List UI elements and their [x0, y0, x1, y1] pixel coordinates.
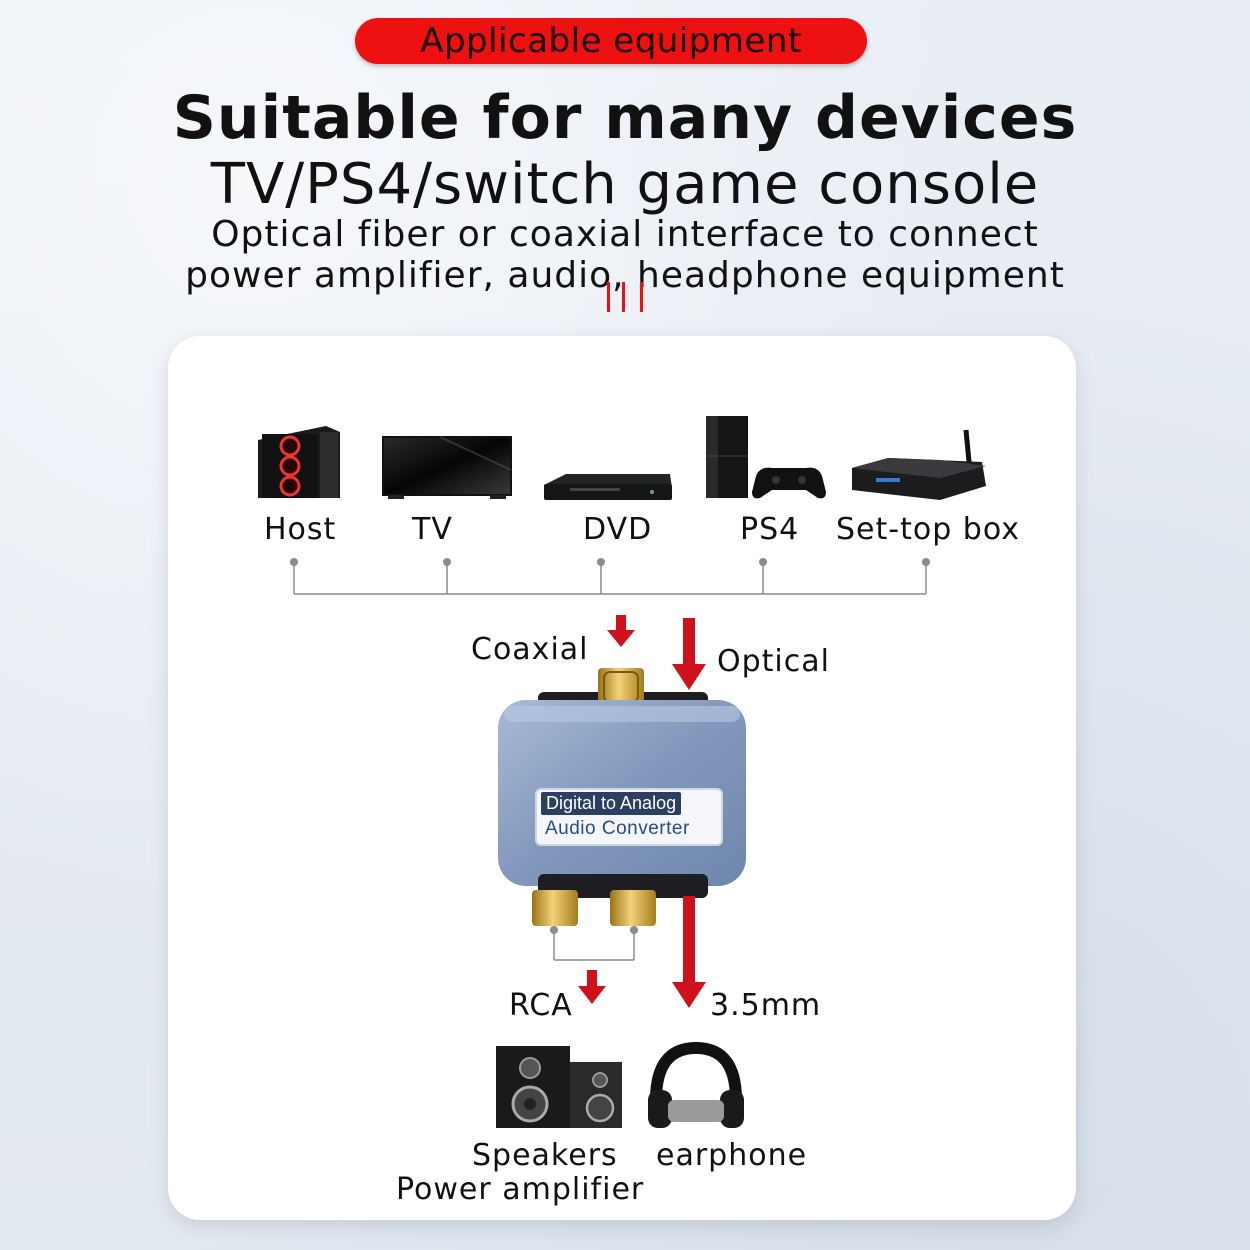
device-label-host: Host [264, 512, 337, 547]
red-tick-mark [622, 282, 625, 312]
device-label-tv: TV [412, 512, 453, 547]
converter-label-line1: Digital to Analog [541, 792, 682, 815]
set-top-box-icon [852, 429, 986, 500]
jack-arrow [672, 896, 706, 1008]
banner-label: Applicable equipment [420, 21, 802, 61]
jack-label: 3.5mm [710, 988, 822, 1023]
rca-label: RCA [509, 988, 573, 1023]
device-label-ps4: PS4 [740, 512, 800, 547]
host-pc-icon [258, 426, 340, 498]
description-line-1: Optical fiber or coaxial interface to co… [211, 214, 1039, 255]
speakers-label: Speakers [472, 1138, 618, 1173]
dvd-player-icon [544, 474, 672, 500]
rca-bracket-dots [550, 926, 638, 934]
bracket-dots [290, 558, 930, 566]
converter-label-plate: Digital to Analog Audio Converter [537, 790, 721, 844]
subheadline: TV/PS4/switch game console [210, 152, 1040, 217]
coaxial-label: Coaxial [471, 632, 589, 667]
tv-icon [382, 436, 512, 499]
power-amplifier-label: Power amplifier [396, 1172, 645, 1207]
ps4-console-icon [706, 416, 826, 499]
optical-label: Optical [717, 644, 830, 679]
rca-bracket [553, 930, 635, 961]
converter-label-line2: Audio Converter [545, 818, 690, 839]
rca-arrow [578, 970, 606, 1004]
device-label-dvd: DVD [583, 512, 653, 547]
red-tick-mark [640, 282, 643, 312]
device-label-set-top-box: Set-top box [836, 512, 1021, 547]
earphone-label: earphone [656, 1138, 808, 1173]
headphones-icon [648, 1041, 744, 1128]
red-tick-mark [607, 282, 610, 312]
device-bracket [293, 562, 927, 595]
coaxial-arrow [607, 615, 635, 647]
applicable-equipment-banner: Applicable equipment [355, 18, 867, 64]
headline: Suitable for many devices [172, 83, 1078, 153]
speakers-icon [496, 1046, 622, 1128]
optical-arrow [672, 618, 706, 690]
